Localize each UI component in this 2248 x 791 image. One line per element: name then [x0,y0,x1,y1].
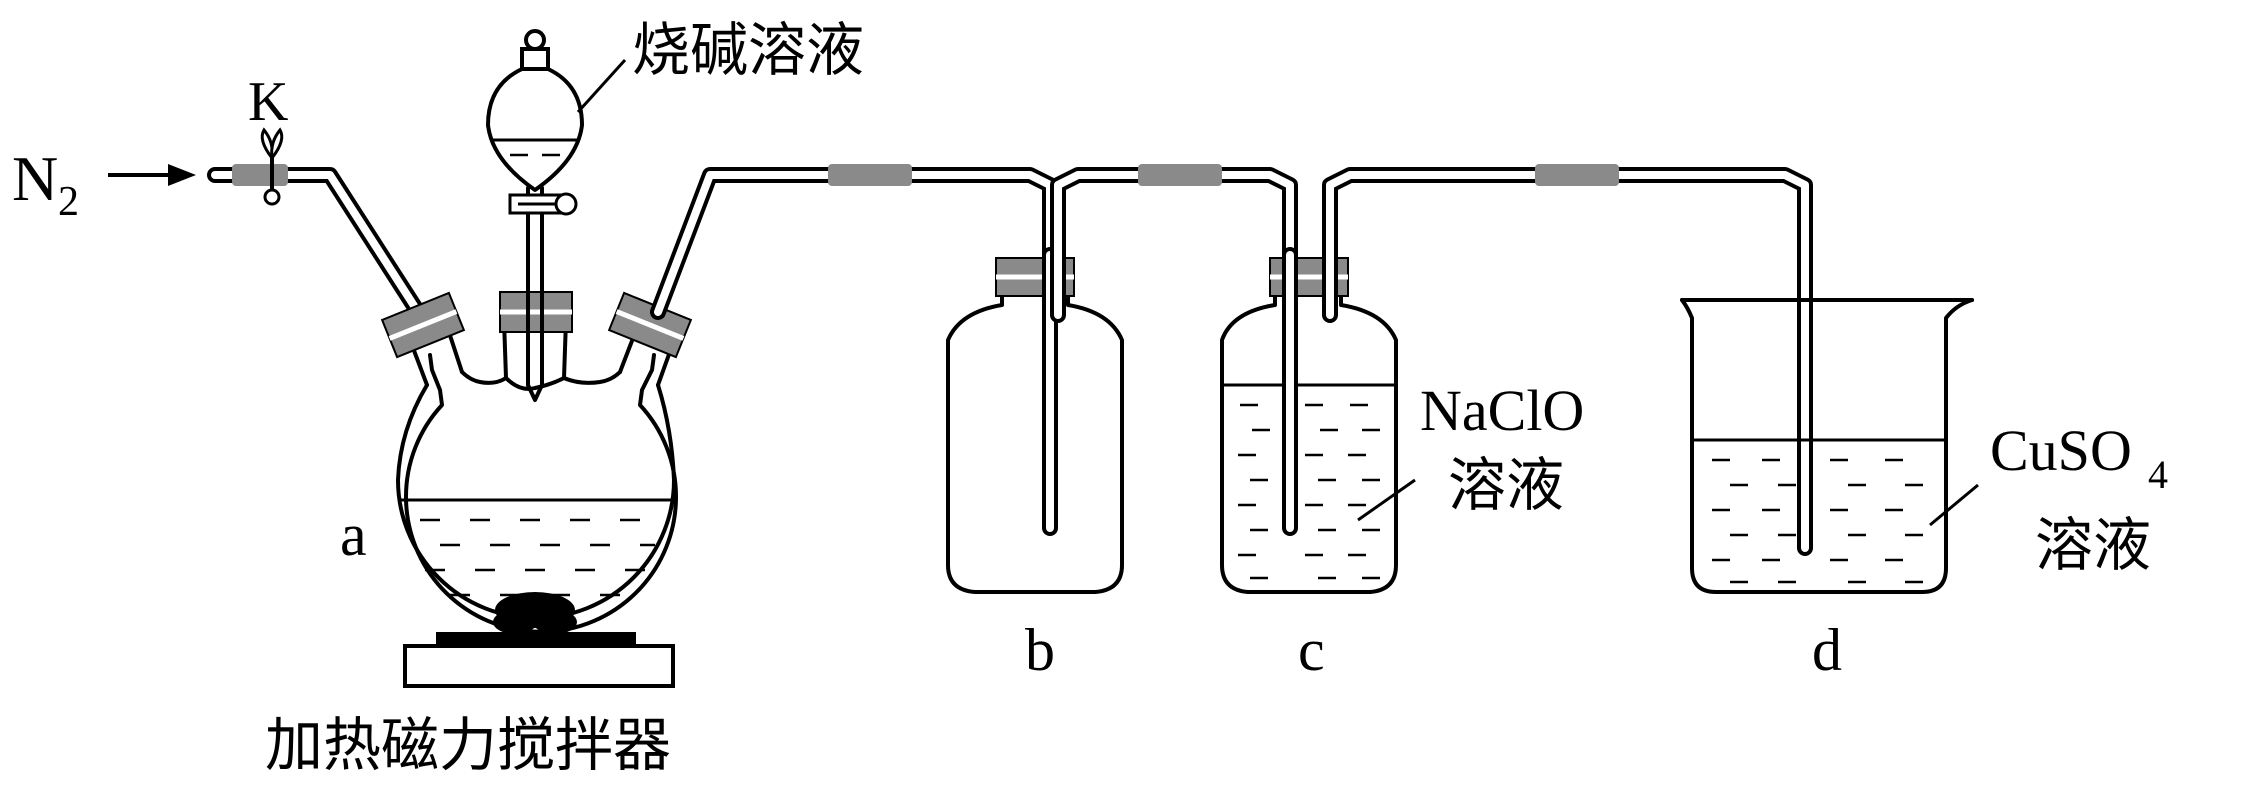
beaker-d: CuSO 4 溶液 d [1680,298,2168,683]
rubber-joint-cd [1535,164,1619,186]
n2-subscript: 2 [58,179,79,225]
inlet-rubber-joint [232,164,288,186]
flask-liquid-dashes [420,518,655,597]
bottle-c-label: c [1298,617,1325,683]
funnel-reagent-label: 烧碱溶液 [632,16,864,84]
magnetic-stirrer-heater: 加热磁力搅拌器 [265,592,675,779]
bottle-c: NaClO 溶液 c [1220,164,1813,683]
flask-label: a [340,502,367,568]
bottle-c-liquid-dashes [1238,403,1380,580]
flask-a: a [340,318,679,634]
valve-k-label: K [248,71,288,133]
beaker-d-reagent-line2: 溶液 [2035,511,2151,579]
beaker-d-reagent-subscript: 4 [2148,452,2168,497]
heater-label: 加热磁力搅拌器 [265,711,671,779]
bottle-c-reagent-line1: NaClO [1420,378,1584,443]
rubber-joint-ab [828,164,912,186]
inlet-tube [207,164,426,320]
beaker-d-liquid-dashes [1712,458,1923,584]
tube-a-to-b [650,164,1058,320]
bottle-b: b [946,164,1298,683]
n2-label: N [12,143,58,214]
bottle-b-label: b [1025,617,1055,683]
n2-arrow-head [168,164,196,186]
bottle-c-reagent-line2: 溶液 [1448,451,1564,519]
valve-k[interactable]: K [248,71,288,206]
beaker-d-label: d [1812,617,1842,683]
beaker-d-reagent-line1: CuSO [1990,418,2132,483]
separatory-funnel[interactable]: 烧碱溶液 [486,16,864,402]
flask-stoppers [380,291,693,359]
rubber-joint-bc [1138,164,1222,186]
n2-inlet: N 2 [12,143,196,225]
